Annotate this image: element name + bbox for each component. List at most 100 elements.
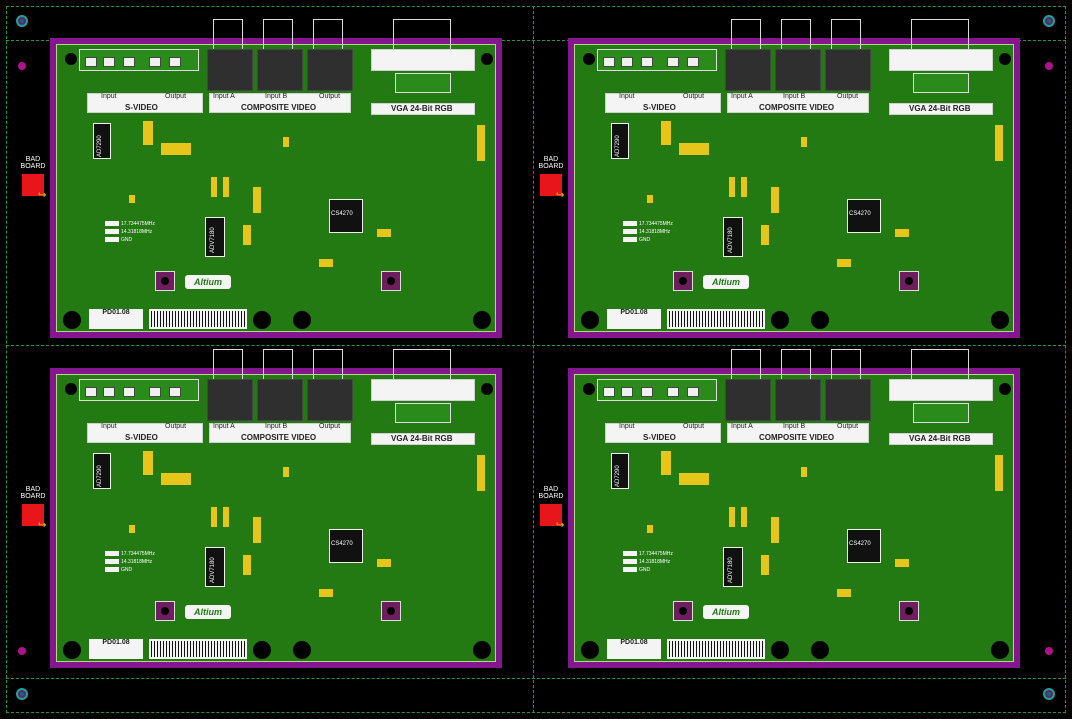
- pcb-surface[interactable]: Input Output S-VIDEO Input A Input B Out…: [574, 19, 1014, 332]
- svideo-pad[interactable]: [123, 57, 135, 67]
- smd-pad[interactable]: [771, 517, 779, 543]
- smd-pad[interactable]: [729, 177, 735, 197]
- smd-pad[interactable]: [647, 195, 653, 203]
- smd-pad[interactable]: [995, 455, 1003, 491]
- board-bottom-right[interactable]: Input Output S-VIDEO Input A Input B Out…: [539, 349, 1020, 668]
- fiducial-icon[interactable]: [16, 688, 28, 700]
- smd-pad[interactable]: [283, 137, 289, 147]
- smd-pad[interactable]: [837, 589, 851, 597]
- smd-pad[interactable]: [243, 225, 251, 245]
- ic-chip-ad7290[interactable]: [611, 123, 629, 159]
- svideo-pad[interactable]: [667, 387, 679, 397]
- smd-pad[interactable]: [801, 137, 807, 147]
- svideo-pad[interactable]: [85, 387, 97, 397]
- rca-jack[interactable]: [775, 49, 821, 91]
- smd-pad[interactable]: [661, 121, 671, 145]
- smd-pad[interactable]: [895, 229, 909, 237]
- rca-jack[interactable]: [825, 49, 871, 91]
- smd-pad[interactable]: [143, 121, 153, 145]
- bad-board-marker[interactable]: [22, 504, 44, 526]
- smd-pad[interactable]: [895, 559, 909, 567]
- ic-chip-adv7180[interactable]: [205, 217, 225, 257]
- smd-pad[interactable]: [129, 195, 135, 203]
- smd-pad[interactable]: [253, 187, 261, 213]
- svideo-pad[interactable]: [687, 387, 699, 397]
- board-top-right[interactable]: Input Output S-VIDEO Input A Input B Out…: [539, 19, 1020, 338]
- fiducial-icon[interactable]: [16, 15, 28, 27]
- smd-pad[interactable]: [243, 555, 251, 575]
- ic-chip-cs4270[interactable]: [847, 529, 881, 563]
- fiducial-icon[interactable]: [1043, 15, 1055, 27]
- smd-pad[interactable]: [771, 187, 779, 213]
- smd-pad[interactable]: [761, 225, 769, 245]
- ic-chip-ad7290[interactable]: [611, 453, 629, 489]
- ic-chip-adv7180[interactable]: [723, 547, 743, 587]
- svideo-pad[interactable]: [603, 57, 615, 67]
- vga-dsub-connector[interactable]: [395, 73, 451, 93]
- svideo-pad[interactable]: [149, 57, 161, 67]
- fiducial-icon[interactable]: [1043, 688, 1055, 700]
- tooling-hole-icon[interactable]: [1045, 62, 1053, 70]
- bad-board-marker[interactable]: [540, 174, 562, 196]
- smd-pad[interactable]: [741, 177, 747, 197]
- rca-jack[interactable]: [207, 379, 253, 421]
- ic-chip-cs4270[interactable]: [329, 199, 363, 233]
- board-top-left[interactable]: Input Output S-VIDEO Input A Input B Out…: [21, 19, 502, 338]
- tooling-hole-icon[interactable]: [18, 62, 26, 70]
- bad-board-marker[interactable]: [22, 174, 44, 196]
- rca-jack[interactable]: [725, 49, 771, 91]
- smd-pad[interactable]: [647, 525, 653, 533]
- smd-pad[interactable]: [477, 125, 485, 161]
- smd-pad[interactable]: [319, 589, 333, 597]
- rca-jack[interactable]: [725, 379, 771, 421]
- svideo-pad[interactable]: [103, 387, 115, 397]
- smd-pad[interactable]: [211, 177, 217, 197]
- mounting-hole-mark[interactable]: [673, 271, 693, 291]
- smd-pad[interactable]: [377, 229, 391, 237]
- smd-pad[interactable]: [143, 451, 153, 475]
- mounting-hole-mark[interactable]: [381, 601, 401, 621]
- mounting-hole-mark[interactable]: [381, 271, 401, 291]
- tooling-hole-icon[interactable]: [1045, 647, 1053, 655]
- svideo-pad[interactable]: [169, 57, 181, 67]
- svideo-pad[interactable]: [621, 387, 633, 397]
- smd-pad[interactable]: [837, 259, 851, 267]
- mounting-hole-mark[interactable]: [899, 271, 919, 291]
- pcb-surface[interactable]: Input Output S-VIDEO Input A Input B Out…: [56, 19, 496, 332]
- vga-dsub-connector[interactable]: [913, 73, 969, 93]
- rca-jack[interactable]: [775, 379, 821, 421]
- rca-jack[interactable]: [825, 379, 871, 421]
- vga-dsub-connector[interactable]: [395, 403, 451, 423]
- smd-pad[interactable]: [223, 507, 229, 527]
- smd-pad[interactable]: [729, 507, 735, 527]
- svideo-pad[interactable]: [667, 57, 679, 67]
- mounting-hole-mark[interactable]: [155, 601, 175, 621]
- smd-pad[interactable]: [161, 473, 191, 485]
- ic-chip-ad7290[interactable]: [93, 123, 111, 159]
- ic-chip-adv7180[interactable]: [205, 547, 225, 587]
- svideo-pad[interactable]: [123, 387, 135, 397]
- ic-chip-cs4270[interactable]: [847, 199, 881, 233]
- svideo-pad[interactable]: [149, 387, 161, 397]
- svideo-pad[interactable]: [641, 57, 653, 67]
- board-bottom-left[interactable]: Input Output S-VIDEO Input A Input B Out…: [21, 349, 502, 668]
- smd-pad[interactable]: [741, 507, 747, 527]
- svideo-pad[interactable]: [687, 57, 699, 67]
- smd-pad[interactable]: [283, 467, 289, 477]
- rca-jack[interactable]: [257, 49, 303, 91]
- mounting-hole-mark[interactable]: [673, 601, 693, 621]
- ic-chip-cs4270[interactable]: [329, 529, 363, 563]
- ic-chip-ad7290[interactable]: [93, 453, 111, 489]
- mounting-hole-mark[interactable]: [899, 601, 919, 621]
- smd-pad[interactable]: [377, 559, 391, 567]
- smd-pad[interactable]: [801, 467, 807, 477]
- rca-jack[interactable]: [307, 49, 353, 91]
- svideo-pad[interactable]: [641, 387, 653, 397]
- smd-pad[interactable]: [995, 125, 1003, 161]
- pcb-surface[interactable]: Input Output S-VIDEO Input A Input B Out…: [574, 349, 1014, 662]
- smd-pad[interactable]: [211, 507, 217, 527]
- smd-pad[interactable]: [661, 451, 671, 475]
- ic-chip-adv7180[interactable]: [723, 217, 743, 257]
- svideo-pad[interactable]: [621, 57, 633, 67]
